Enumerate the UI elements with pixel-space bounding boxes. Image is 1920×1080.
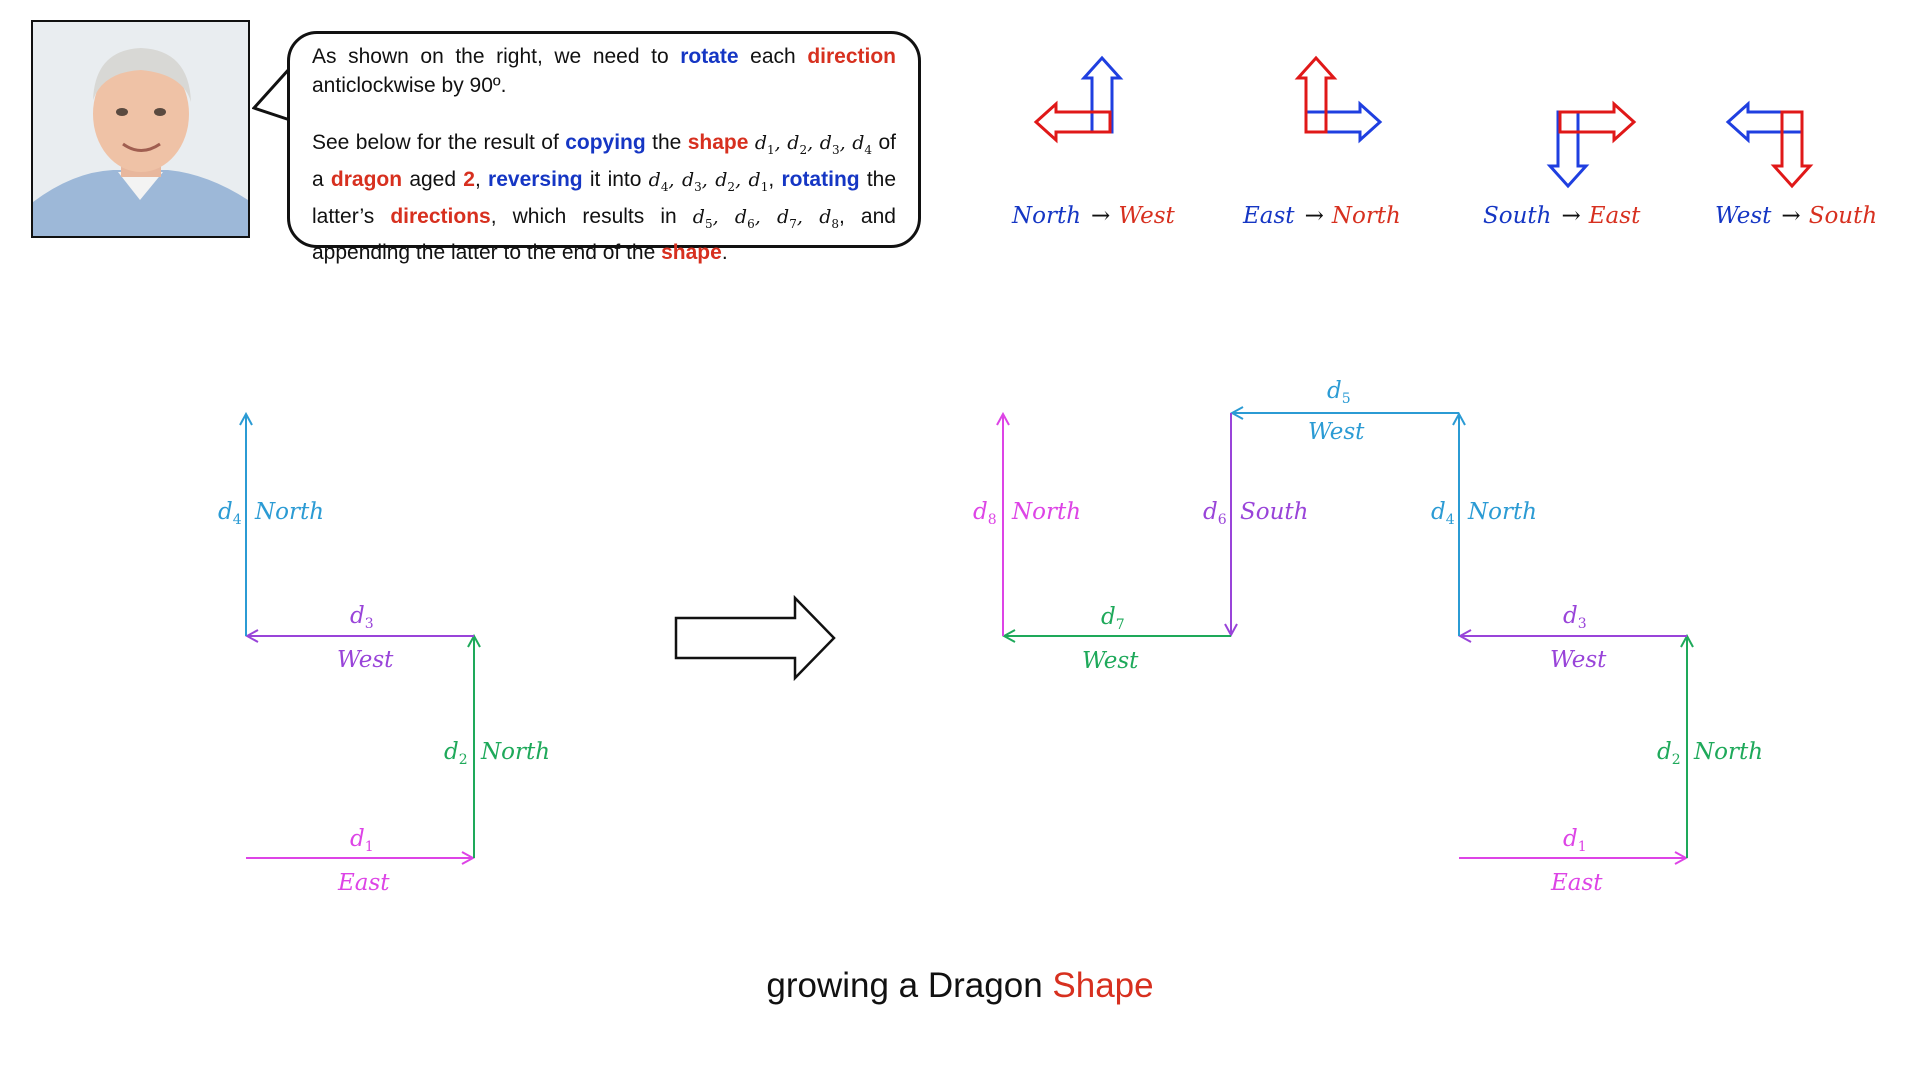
p2-run-15: rotating [781, 167, 860, 191]
rotation-icon-south-to-east [1546, 100, 1637, 189]
p2-run-14: , [768, 167, 782, 191]
label-d6: d6 [1203, 499, 1227, 528]
legend-north-to-west: North→West [1011, 203, 1175, 229]
p2-run-16: the latter’s [312, 167, 897, 228]
caption-main: growing a Dragon [766, 966, 1053, 1005]
label-d4-direction: North [1467, 499, 1537, 525]
label-d3-direction: West [337, 647, 394, 673]
p1-run-1: rotate [680, 45, 739, 68]
label-d5-direction: West [1308, 419, 1365, 445]
p2-run-3: shape [687, 131, 749, 154]
p2-run-10: , [474, 167, 489, 191]
p2-run-20: , and appending the latter to the end of… [312, 204, 896, 265]
label-d3: d3 [1563, 603, 1587, 632]
speech-bubble-tail [252, 68, 292, 122]
label-d1-direction: East [337, 870, 390, 896]
p2-math-13: d4, d3, d2, d1 [648, 168, 769, 194]
p2-run-0: See below for the result of [312, 131, 566, 154]
label-d1-direction: East [1550, 870, 1603, 896]
diagram-caption: growing a Dragon Shape [0, 966, 1920, 1006]
p2-math-19: d5, d6, d7, d8 [692, 205, 839, 231]
label-d8: d8 [973, 499, 997, 528]
transform-arrow-icon [674, 594, 836, 682]
dragon-shape-aged-3: d1 East d2 North d3 West d4 North d5 Wes… [973, 378, 1763, 896]
p2-run-7: dragon [330, 167, 403, 191]
speech-paragraph-1: As shown on the right, we need to rotate… [312, 42, 896, 100]
person-portrait-image [33, 22, 248, 236]
label-d4: d4 [1431, 499, 1455, 528]
p1-run-3: direction [807, 45, 896, 68]
label-d4: d4 [218, 499, 242, 528]
p1-run-2: each [738, 45, 808, 68]
speech-paragraph-2: See below for the result of copying the … [312, 128, 896, 267]
dragon-shape-aged-2: d1 East d2 North d3 West d4 North [218, 414, 550, 896]
label-d2: d2 [1657, 739, 1681, 768]
p1-run-4: anticlockwise by 90º. [312, 74, 507, 97]
p2-run-11: reversing [488, 167, 583, 191]
label-d6-direction: South [1240, 499, 1308, 525]
caption-accent: Shape [1052, 966, 1154, 1005]
portrait-photo [31, 20, 250, 238]
label-d1: d1 [350, 826, 374, 855]
rotation-icon-east-to-north [1294, 55, 1383, 144]
rotation-icon-north-to-west [1033, 55, 1124, 144]
label-d3-direction: West [1550, 647, 1607, 673]
label-d7-direction: West [1082, 648, 1139, 674]
p1-run-0: As shown on the right, we need to [312, 45, 681, 68]
label-d5: d5 [1327, 378, 1351, 407]
p2-math-5: d1, d2, d3, d4 [754, 132, 873, 157]
p2-run-2: the [645, 131, 688, 154]
label-d1: d1 [1563, 826, 1587, 855]
label-d3: d3 [350, 603, 374, 632]
p2-run-1: copying [565, 131, 646, 154]
rotation-legend: North→West East→North South→East West→So… [1011, 203, 1877, 229]
label-d7: d7 [1101, 604, 1125, 633]
legend-east-to-north: East→North [1242, 203, 1401, 229]
p2-run-22: . [721, 241, 728, 265]
p2-run-21: shape [661, 241, 722, 265]
label-d2: d2 [444, 739, 468, 768]
legend-west-to-south: West→South [1715, 203, 1877, 229]
rotation-icon-west-to-south [1725, 100, 1814, 189]
p2-run-18: , which results in [490, 204, 693, 228]
label-d4-direction: North [254, 499, 324, 525]
label-d8-direction: North [1011, 499, 1081, 525]
label-d2-direction: North [480, 739, 550, 765]
p2-run-8: aged [402, 167, 464, 191]
p2-run-17: directions [390, 204, 491, 228]
legend-south-to-east: South→East [1483, 203, 1641, 229]
p2-run-9: 2 [463, 167, 475, 191]
label-d2-direction: North [1693, 739, 1763, 765]
speech-bubble: As shown on the right, we need to rotate… [287, 31, 921, 264]
p2-run-6: of a [312, 131, 896, 191]
p2-run-12: it into [582, 167, 649, 191]
